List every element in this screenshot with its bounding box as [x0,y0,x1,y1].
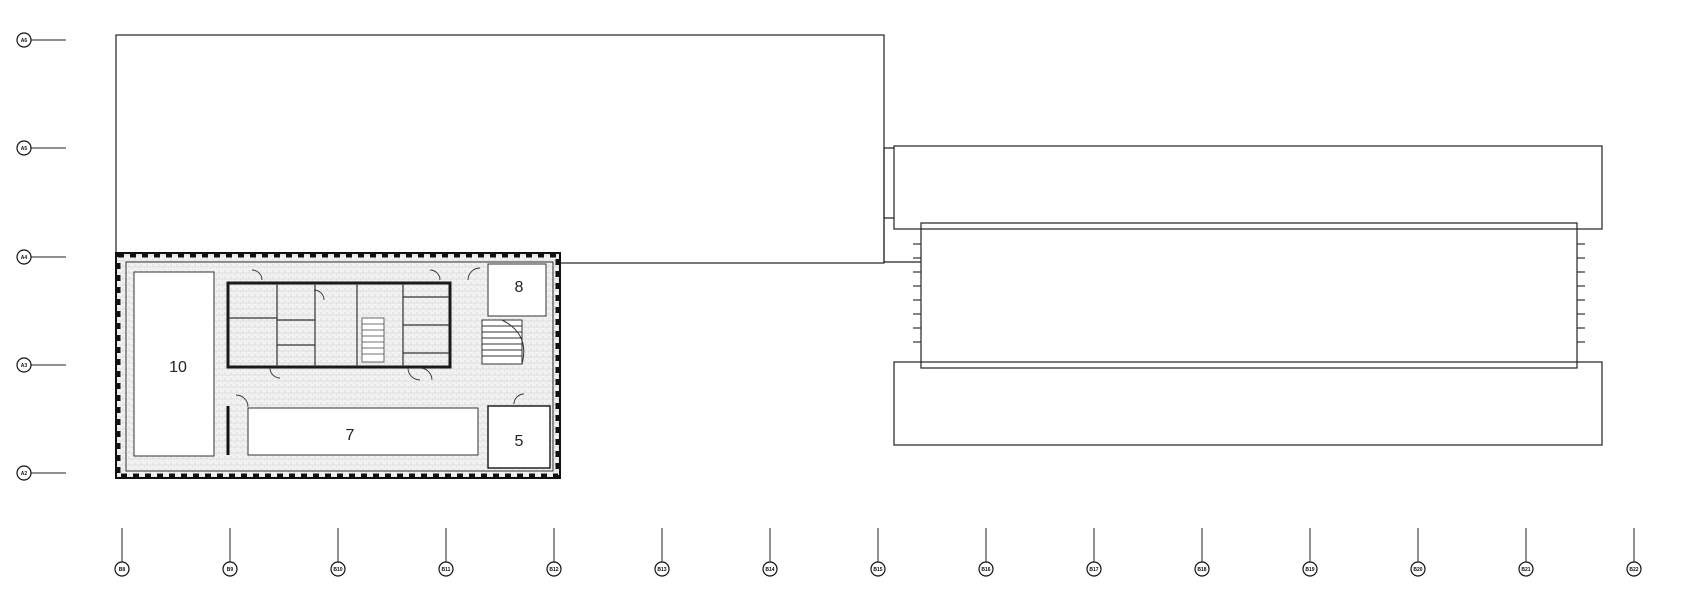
grid-bubble-a3 [16,357,32,373]
grid-bubble-b17 [1086,561,1102,577]
room-7-label: 7 [346,427,355,444]
building-outline-east-lower [893,361,1603,446]
room-10 [133,271,215,457]
grid-label-b9: B9 [227,567,234,573]
grid-label-b15: B15 [873,567,882,573]
grid-bubble-a5 [16,140,32,156]
core-stair [361,317,385,363]
room-5-label: 5 [515,433,524,450]
building-outline-east-upper [893,145,1603,230]
room-8 [487,263,547,317]
grid-bubble-b10 [330,561,346,577]
grid-label-b20: B20 [1413,567,1422,573]
grid-label-b8: B8 [119,567,126,573]
grid-bubble-a4 [16,249,32,265]
grid-label-b14: B14 [765,567,774,573]
grid-label-a6: A6 [21,38,28,44]
building-outline-east-middle [920,222,1578,369]
grid-bubble-b21 [1518,561,1534,577]
grid-label-a4: A4 [21,255,28,261]
grid-bubble-b15 [870,561,886,577]
grid-label-b13: B13 [657,567,666,573]
room-5 [487,405,551,469]
grid-bubble-b19 [1302,561,1318,577]
grid-bubble-b14 [762,561,778,577]
grid-label-b17: B17 [1089,567,1098,573]
grid-bubble-b12 [546,561,562,577]
grid-vertical: B8 B9 B10 B11 B12 B13 B14 B15 B16 B17 B1… [114,528,1642,577]
grid-bubble-b18 [1194,561,1210,577]
grid-bubble-b20 [1410,561,1426,577]
connector-link [883,147,921,263]
main-staircase [481,319,525,365]
grid-bubble-b9 [222,561,238,577]
grid-label-b11: B11 [442,567,451,573]
grid-label-a2: A2 [21,471,28,477]
grid-label-b21: B21 [1521,567,1530,573]
room-7 [247,407,479,456]
door-swings [235,267,525,408]
grid-label-b19: B19 [1305,567,1314,573]
room-8-label: 8 [515,279,524,296]
grid-bubble-a6 [16,32,32,48]
detailed-floor-plan: 10 7 8 5 [115,252,561,479]
grid-horizontal: A6 A5 A4 A3 A2 [16,32,66,481]
room-10-label: 10 [169,359,187,376]
grid-label-b22: B22 [1629,567,1638,573]
grid-bubble-b22 [1626,561,1642,577]
grid-label-b12: B12 [549,567,558,573]
middle-block-ticks [913,243,1585,343]
grid-bubble-a2 [16,465,32,481]
grid-bubble-b11 [438,561,454,577]
grid-label-a3: A3 [21,363,28,369]
grid-label-b16: B16 [981,567,990,573]
grid-label-b18: B18 [1197,567,1206,573]
grid-label-b10: B10 [333,567,342,573]
grid-bubble-b16 [978,561,994,577]
grid-bubble-b13 [654,561,670,577]
grid-bubble-b8 [114,561,130,577]
building-outline-north [115,34,885,264]
grid-label-a5: A5 [21,146,28,152]
